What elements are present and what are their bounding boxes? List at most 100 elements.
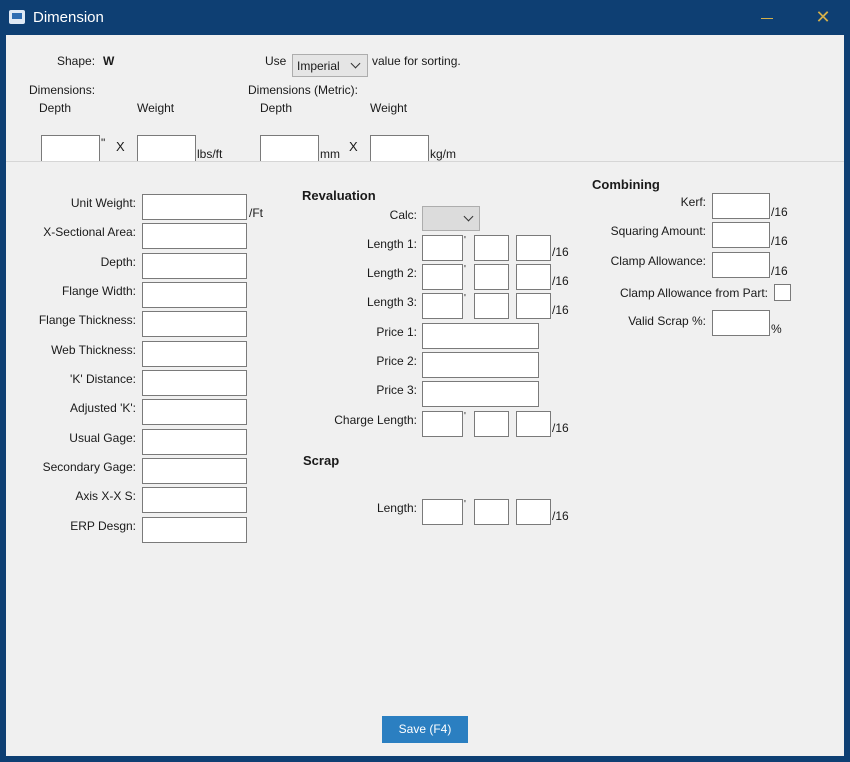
metric-depth-label: Depth	[260, 101, 293, 115]
length1-feet-mark: '	[464, 235, 466, 246]
length3-feet-mark: '	[464, 293, 466, 304]
flange-width-label: Flange Width:	[61, 284, 136, 298]
length3-sixteenths-input[interactable]	[516, 293, 551, 319]
scrap-title: Scrap	[303, 453, 340, 468]
length2-label: Length 2:	[366, 266, 417, 280]
price3-label: Price 3:	[376, 383, 417, 397]
shape-label: Shape:	[57, 54, 96, 68]
erp-desgn-input[interactable]	[142, 517, 247, 543]
valid-scrap-label: Valid Scrap %:	[628, 314, 706, 328]
dimensions-label: Dimensions:	[29, 83, 96, 97]
charge-length-inches-input[interactable]	[474, 411, 509, 437]
close-icon: ✕	[815, 7, 831, 27]
erp-desgn-label: ERP Desgn:	[70, 519, 136, 533]
usual-gage-label: Usual Gage:	[69, 431, 136, 445]
scrap-length-sixteenths-input[interactable]	[516, 499, 551, 525]
lbs-unit: lbs/ft	[197, 147, 223, 161]
title-bar: Dimension ✕	[0, 0, 850, 35]
x-symbol: X	[116, 139, 125, 154]
minimize-icon	[761, 18, 773, 19]
unit-weight-unit: /Ft	[249, 206, 263, 220]
units-select-value: Imperial	[297, 59, 340, 73]
length1-sixteenths-unit: /16	[552, 245, 569, 259]
shape-value: W	[103, 54, 115, 68]
charge-length-feet-input[interactable]	[422, 411, 463, 437]
flange-thickness-label: Flange Thickness:	[38, 313, 136, 327]
clamp-allowance-unit: /16	[771, 264, 788, 278]
valid-scrap-input[interactable]	[712, 310, 770, 336]
header-separator	[6, 161, 844, 162]
length2-feet-input[interactable]	[422, 264, 463, 290]
depth-field-input[interactable]	[142, 253, 247, 279]
units-select[interactable]: Imperial	[292, 54, 368, 77]
price2-label: Price 2:	[376, 354, 417, 368]
charge-length-sixteenths-input[interactable]	[516, 411, 551, 437]
k-distance-input[interactable]	[142, 370, 247, 396]
web-thickness-label: Web Thickness:	[51, 343, 136, 357]
length3-sixteenths-unit: /16	[552, 303, 569, 317]
kg-unit: kg/m	[430, 147, 457, 161]
length1-inches-input[interactable]	[474, 235, 509, 261]
metric-x-symbol: X	[349, 139, 358, 154]
dimensions-metric-label: Dimensions (Metric):	[248, 83, 359, 97]
minimize-button[interactable]	[755, 6, 779, 28]
length2-sixteenths-unit: /16	[552, 274, 569, 288]
clamp-allowance-label: Clamp Allowance:	[610, 254, 706, 268]
close-button[interactable]: ✕	[811, 6, 835, 28]
usual-gage-input[interactable]	[142, 429, 247, 455]
kerf-label: Kerf:	[680, 195, 706, 209]
calc-select[interactable]	[422, 206, 480, 231]
squaring-amount-input[interactable]	[712, 222, 770, 248]
length3-label: Length 3:	[366, 295, 417, 309]
scrap-length-label: Length:	[376, 501, 417, 515]
x-sectional-area-input[interactable]	[142, 223, 247, 249]
kerf-input[interactable]	[712, 193, 770, 219]
inch-unit: "	[101, 136, 106, 150]
length2-inches-input[interactable]	[474, 264, 509, 290]
chevron-down-icon	[463, 211, 474, 222]
dialog-client: Shape: W Use Imperial value for sorting.…	[6, 35, 844, 756]
save-button[interactable]: Save (F4)	[382, 716, 468, 743]
weight-input[interactable]	[137, 135, 196, 162]
x-sectional-area-label: X-Sectional Area:	[43, 225, 136, 239]
length1-feet-input[interactable]	[422, 235, 463, 261]
price3-input[interactable]	[422, 381, 539, 407]
charge-length-feet-mark: '	[464, 411, 466, 422]
scrap-length-feet-mark: '	[464, 499, 466, 510]
clamp-from-part-checkbox[interactable]	[774, 284, 791, 301]
sorting-label: value for sorting.	[372, 54, 461, 68]
k-distance-label: 'K' Distance:	[70, 372, 136, 386]
revaluation-title: Revaluation	[302, 188, 376, 203]
axis-xx-s-input[interactable]	[142, 487, 247, 513]
metric-weight-label: Weight	[370, 101, 408, 115]
depth-input[interactable]	[41, 135, 100, 162]
weight-label: Weight	[137, 101, 175, 115]
scrap-length-inches-input[interactable]	[474, 499, 509, 525]
unit-weight-input[interactable]	[142, 194, 247, 220]
metric-weight-input[interactable]	[370, 135, 429, 162]
price2-input[interactable]	[422, 352, 539, 378]
flange-width-input[interactable]	[142, 282, 247, 308]
length1-sixteenths-input[interactable]	[516, 235, 551, 261]
charge-length-sixteenths-unit: /16	[552, 421, 569, 435]
metric-depth-input[interactable]	[260, 135, 319, 162]
clamp-allowance-input[interactable]	[712, 252, 770, 278]
adjusted-k-input[interactable]	[142, 399, 247, 425]
length3-inches-input[interactable]	[474, 293, 509, 319]
secondary-gage-input[interactable]	[142, 458, 247, 484]
scrap-length-feet-input[interactable]	[422, 499, 463, 525]
depth-label: Depth	[39, 101, 72, 115]
combining-title: Combining	[592, 177, 660, 192]
length2-sixteenths-input[interactable]	[516, 264, 551, 290]
axis-xx-s-label: Axis X-X S:	[75, 489, 136, 503]
calc-label: Calc:	[389, 208, 417, 222]
chevron-down-icon	[350, 58, 361, 69]
web-thickness-input[interactable]	[142, 341, 247, 367]
price1-input[interactable]	[422, 323, 539, 349]
length1-label: Length 1:	[366, 237, 417, 251]
unit-weight-label: Unit Weight:	[70, 196, 136, 210]
flange-thickness-input[interactable]	[142, 311, 247, 337]
window-title: Dimension	[33, 9, 104, 26]
length3-feet-input[interactable]	[422, 293, 463, 319]
scrap-length-sixteenths-unit: /16	[552, 509, 569, 523]
